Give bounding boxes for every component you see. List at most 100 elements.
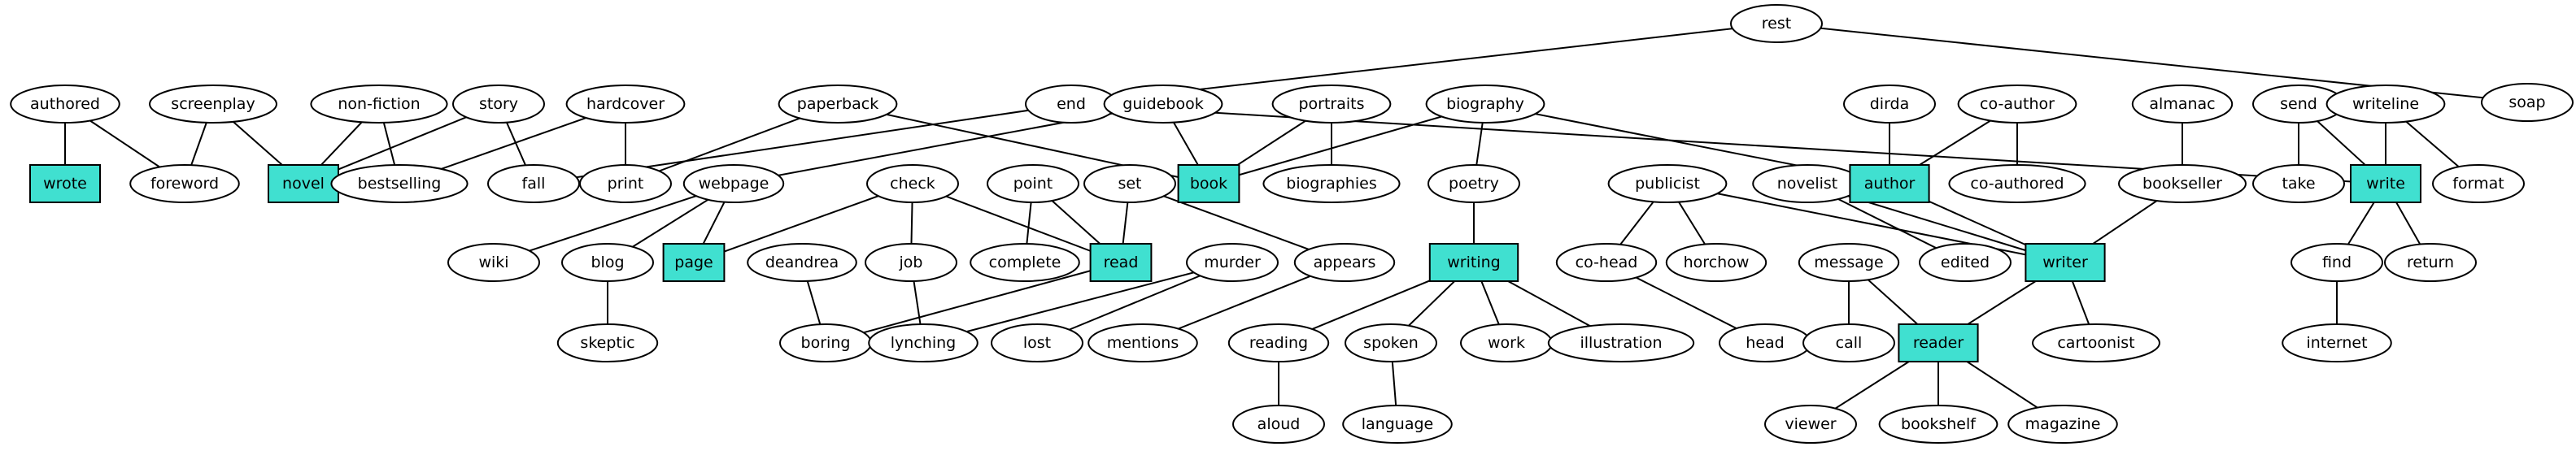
node-ellipse-almanac: [2131, 85, 2234, 124]
node-almanac: almanac: [2131, 85, 2234, 124]
node-viewer: viewer: [1764, 405, 1857, 444]
node-label-bestselling: bestselling: [358, 175, 442, 193]
node-take: take: [2252, 164, 2345, 203]
node-cartoonist: cartoonist: [2032, 323, 2160, 362]
edge-webpage-wiki: [493, 183, 734, 263]
edge-check-page: [693, 183, 913, 263]
node-ellipse-non-fiction: [310, 85, 448, 124]
node-box-write: [2350, 164, 2421, 203]
node-label-work: work: [1488, 334, 1525, 352]
node-ellipse-check: [866, 164, 959, 203]
node-ellipse-skeptic: [556, 323, 659, 362]
node-ellipse-foreword: [129, 164, 240, 203]
node-ellipse-set: [1083, 164, 1176, 203]
node-label-dirda: dirda: [1870, 95, 1910, 113]
node-ellipse-language: [1342, 405, 1453, 444]
edge-biography-book: [1208, 103, 1486, 184]
node-label-cartoonist: cartoonist: [2057, 334, 2134, 352]
node-lynching: lynching: [868, 323, 979, 362]
node-ellipse-paperback: [778, 85, 898, 124]
node-label-lost: lost: [1023, 334, 1051, 352]
node-page: page: [662, 243, 726, 282]
node-ellipse-complete: [970, 243, 1080, 282]
node-box-author: [1849, 164, 1930, 203]
node-ellipse-magazine: [2007, 405, 2118, 444]
node-check: check: [866, 164, 959, 203]
node-label-soap: soap: [2508, 93, 2545, 111]
node-foreword: foreword: [129, 164, 240, 203]
node-label-set: set: [1118, 175, 1141, 193]
node-label-wrote: wrote: [43, 175, 87, 193]
edge-read-boring: [825, 262, 1122, 344]
node-ellipse-job: [865, 243, 957, 282]
node-ellipse-murder: [1186, 243, 1279, 282]
node-ellipse-print: [579, 164, 672, 203]
node-label-point: point: [1013, 175, 1053, 193]
node-ellipse-co-head: [1555, 243, 1658, 282]
node-ellipse-message: [1798, 243, 1900, 282]
node-biography: biography: [1425, 85, 1545, 124]
node-label-co-head: co-head: [1576, 254, 1638, 271]
node-set: set: [1083, 164, 1176, 203]
node-publicist: publicist: [1607, 164, 1728, 203]
node-label-format: format: [2452, 175, 2504, 193]
node-label-almanac: almanac: [2149, 95, 2215, 113]
node-co-authored: co-authored: [1948, 164, 2086, 203]
node-label-blog: blog: [591, 254, 624, 271]
node-ellipse-point: [987, 164, 1079, 203]
node-ellipse-guidebook: [1103, 85, 1223, 124]
node-label-publicist: publicist: [1635, 175, 1700, 193]
node-ellipse-authored: [10, 85, 120, 124]
node-label-guidebook: guidebook: [1122, 95, 1203, 113]
node-ellipse-viewer: [1764, 405, 1857, 444]
node-label-bookshelf: bookshelf: [1901, 415, 1977, 433]
node-write: write: [2350, 164, 2421, 203]
node-fall: fall: [487, 164, 580, 203]
node-ellipse-internet: [2282, 323, 2392, 362]
node-label-illustration: illustration: [1580, 334, 1662, 352]
node-label-take: take: [2282, 175, 2315, 193]
node-ellipse-illustration: [1547, 323, 1695, 362]
node-label-skeptic: skeptic: [580, 334, 634, 352]
node-label-author: author: [1864, 175, 1916, 193]
node-webpage: webpage: [682, 164, 785, 203]
node-poetry: poetry: [1427, 164, 1520, 203]
node-print: print: [579, 164, 672, 203]
node-label-check: check: [890, 175, 935, 193]
node-box-novel: [268, 164, 339, 203]
node-horchow: horchow: [1665, 243, 1767, 282]
node-label-biographies: biographies: [1286, 175, 1376, 193]
node-ellipse-screenplay: [149, 85, 277, 124]
node-label-book: book: [1190, 175, 1227, 193]
node-mentions: mentions: [1087, 323, 1198, 362]
node-ellipse-find: [2291, 243, 2383, 282]
node-box-book: [1177, 164, 1240, 203]
node-internet: internet: [2282, 323, 2392, 362]
node-ellipse-spoken: [1345, 323, 1437, 362]
node-label-authored: authored: [30, 95, 100, 113]
node-label-message: message: [1814, 254, 1883, 271]
node-label-horchow: horchow: [1684, 254, 1750, 271]
node-box-writer: [2025, 243, 2106, 282]
node-ellipse-soap: [2481, 83, 2574, 122]
edge-murder-lynching: [922, 262, 1233, 344]
node-ellipse-biography: [1425, 85, 1545, 124]
node-label-send: send: [2280, 95, 2317, 113]
node-label-writeline: writeline: [2352, 95, 2419, 113]
node-book: book: [1177, 164, 1240, 203]
node-novelist: novelist: [1752, 164, 1863, 203]
node-label-portraits: portraits: [1298, 95, 1364, 113]
node-label-webpage: webpage: [699, 175, 769, 193]
node-writing: writing: [1428, 243, 1519, 282]
node-language: language: [1342, 405, 1453, 444]
node-ellipse-rest: [1730, 4, 1823, 43]
node-label-return: return: [2407, 254, 2454, 271]
node-dirda: dirda: [1843, 85, 1936, 124]
node-portraits: portraits: [1271, 85, 1392, 124]
node-boring: boring: [779, 323, 872, 362]
node-label-aloud: aloud: [1257, 415, 1301, 433]
node-screenplay: screenplay: [149, 85, 277, 124]
node-bestselling: bestselling: [330, 164, 469, 203]
